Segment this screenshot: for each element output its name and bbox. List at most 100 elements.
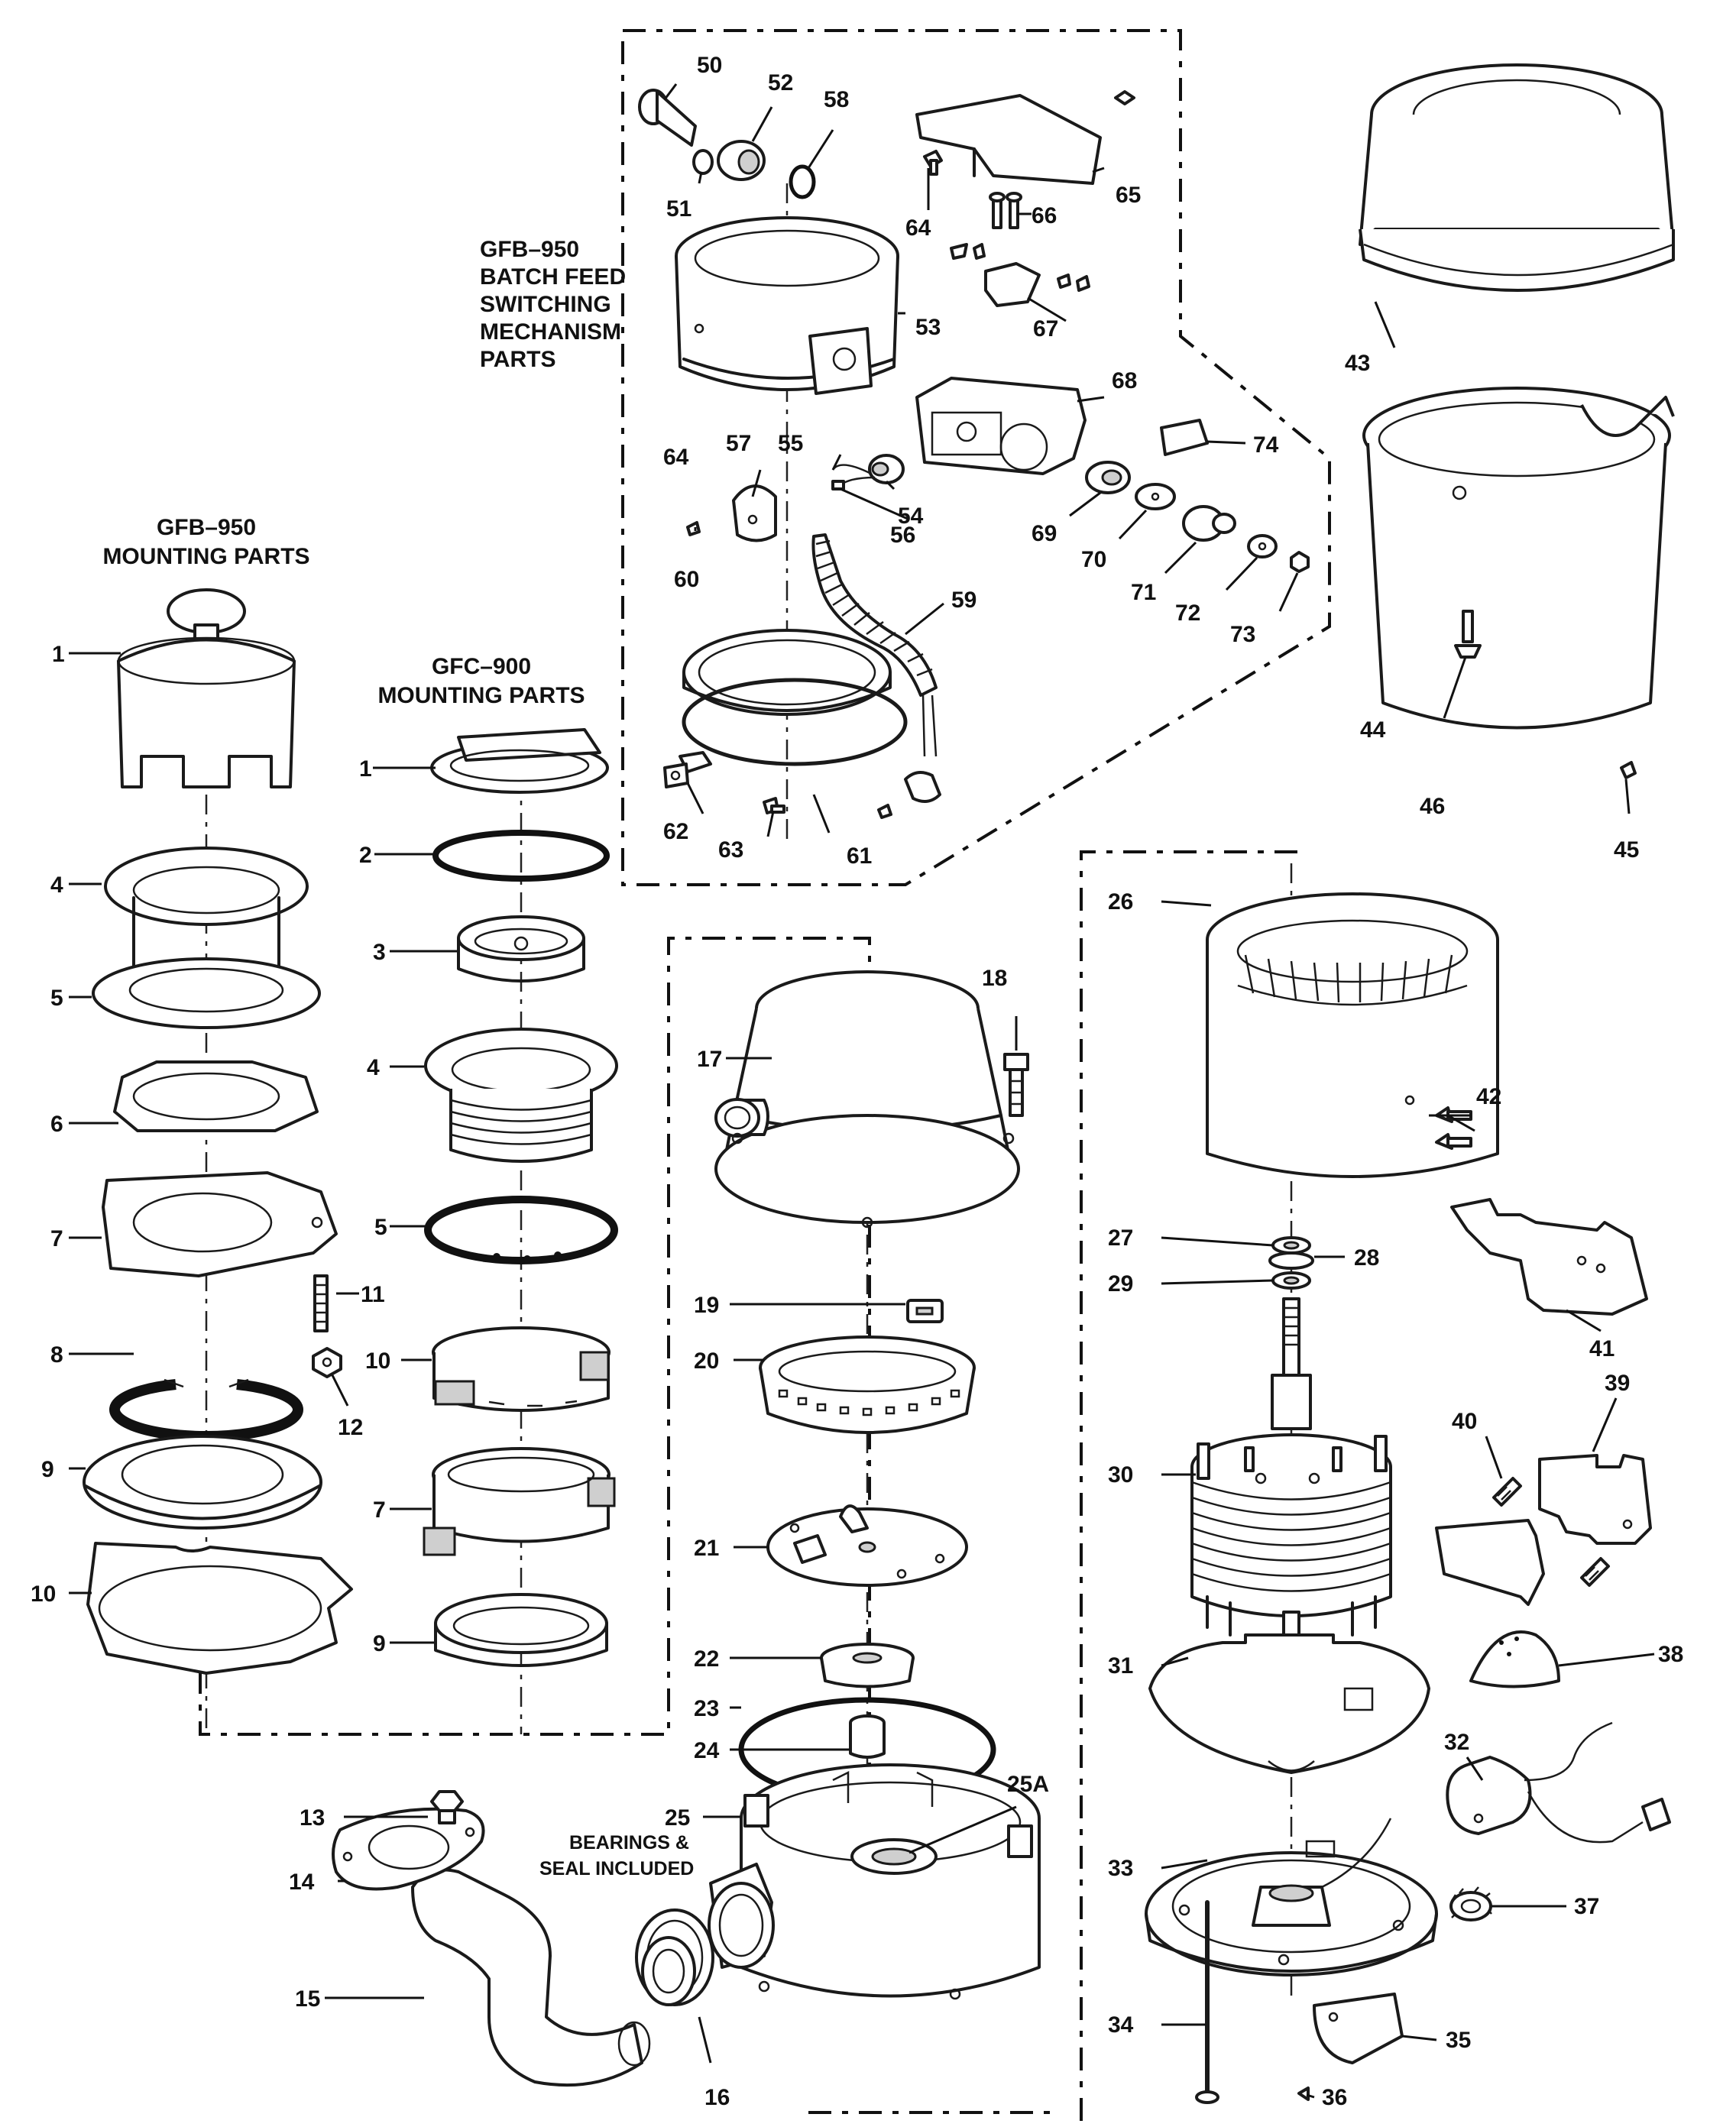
gfc-o-ring xyxy=(432,830,610,882)
batch-feed-title: GFB–950 BATCH FEED SWITCHING MECHANISM P… xyxy=(480,237,626,372)
svg-text:GFB–950: GFB–950 xyxy=(157,515,256,540)
thrust-washer xyxy=(1271,1236,1311,1255)
backup-flange xyxy=(113,1060,319,1132)
callout-25: 25 xyxy=(665,1805,690,1831)
callout-30: 30 xyxy=(1108,1462,1133,1488)
callout-73: 73 xyxy=(1230,622,1255,647)
overload-cap xyxy=(1469,1630,1560,1688)
gfc900-mounting-title: GFC–900 MOUNTING PARTS xyxy=(377,654,585,708)
sound-shield-bottom xyxy=(1362,387,1675,730)
spacer-washer xyxy=(1271,1271,1311,1290)
gfc-mounting-ring xyxy=(423,1447,616,1556)
through-bolt xyxy=(1195,1900,1219,2104)
callouts-gfb950-mounting: 1 4 5 6 7 8 9 10 11 12 xyxy=(31,642,385,1607)
callout-gfc-2: 2 xyxy=(359,843,372,868)
callout-38: 38 xyxy=(1658,1642,1683,1667)
gfc-gasket xyxy=(424,1196,618,1264)
grinding-housing xyxy=(708,1763,1041,2000)
callout-19: 19 xyxy=(694,1293,719,1318)
actuator-knob xyxy=(638,89,697,147)
cover-screw-64 xyxy=(923,150,943,176)
small-screw-64b xyxy=(686,521,701,536)
follower-nut xyxy=(1290,551,1310,573)
svg-text:BATCH FEED: BATCH FEED xyxy=(480,264,626,290)
flange-screw xyxy=(430,1790,464,1824)
flywheel xyxy=(766,1504,968,1587)
svg-text:MOUNTING PARTS: MOUNTING PARTS xyxy=(102,544,309,569)
leader-lines xyxy=(69,83,1655,2099)
callout-43: 43 xyxy=(1345,351,1370,376)
cam-follower xyxy=(1182,505,1236,542)
callout-41: 41 xyxy=(1589,1336,1615,1361)
mounting-gasket xyxy=(83,1435,322,1530)
callout-32: 32 xyxy=(1444,1730,1469,1755)
callout-56: 56 xyxy=(890,523,915,548)
callout-gfc-4: 4 xyxy=(367,1055,380,1080)
springs xyxy=(1435,1477,1610,1606)
callout-70: 70 xyxy=(1081,547,1106,572)
nut xyxy=(312,1347,342,1378)
shredder-ring xyxy=(759,1335,976,1434)
actuator-o-ring xyxy=(692,149,714,175)
cover-screw xyxy=(1297,2087,1310,2101)
callout-31: 31 xyxy=(1108,1653,1133,1679)
bushing-o-ring xyxy=(789,164,816,199)
callout-gfc-5: 5 xyxy=(374,1215,387,1240)
gfc-mounting-clamp xyxy=(432,1326,611,1412)
callout-58: 58 xyxy=(824,87,849,112)
cover-screw-small xyxy=(1114,90,1135,105)
long-screws xyxy=(989,192,1022,229)
callout-24: 24 xyxy=(694,1738,720,1763)
callout-17: 17 xyxy=(697,1047,722,1072)
hopper-bolt xyxy=(1003,1053,1029,1117)
callout-51: 51 xyxy=(666,196,691,222)
callout-67: 67 xyxy=(1033,316,1058,342)
callout-gfc-10: 10 xyxy=(365,1348,390,1374)
retainer-plate xyxy=(1160,419,1209,456)
callout-59: 59 xyxy=(951,588,976,613)
callout-27: 27 xyxy=(1108,1225,1133,1251)
callout-7: 7 xyxy=(50,1226,63,1251)
mounting-ring-switch xyxy=(682,629,892,716)
callout-50: 50 xyxy=(697,53,722,78)
callout-68: 68 xyxy=(1112,368,1137,393)
callouts-cover: 43 44 45 46 xyxy=(1345,351,1639,863)
callout-gfc-1: 1 xyxy=(359,756,372,782)
spring-washer xyxy=(1268,1251,1314,1270)
mounting-screw xyxy=(313,1274,329,1332)
switch-bracket-box xyxy=(915,377,1087,475)
wire-clip xyxy=(732,484,777,542)
slinger-seal xyxy=(820,1643,915,1688)
callout-39: 39 xyxy=(1605,1371,1630,1396)
callout-gfc-3: 3 xyxy=(373,940,386,965)
callout-53: 53 xyxy=(915,315,941,340)
sound-shield-top xyxy=(1359,63,1675,292)
callout-54: 54 xyxy=(898,503,924,529)
callouts-motor: 26 27 28 29 30 31 32 33 34 35 36 37 38 3… xyxy=(1108,889,1683,2110)
callout-60: 60 xyxy=(674,567,699,592)
motor-assembly-boundary xyxy=(1080,850,1308,2121)
svg-text:GFB–950: GFB–950 xyxy=(480,237,579,262)
callout-14: 14 xyxy=(289,1870,315,1895)
callout-71: 71 xyxy=(1131,580,1156,605)
cam-washer xyxy=(1135,483,1176,510)
actuator-cam xyxy=(1085,461,1131,494)
callout-36: 36 xyxy=(1322,2085,1347,2110)
actuator-bushing xyxy=(717,140,766,181)
callout-15: 15 xyxy=(295,1986,320,2012)
clamp-screw xyxy=(763,797,785,814)
callout-1: 1 xyxy=(52,642,65,667)
rotor-assembly xyxy=(1190,1297,1392,1652)
callout-9: 9 xyxy=(41,1457,54,1482)
sink-flange xyxy=(104,847,309,968)
callout-34: 34 xyxy=(1108,2012,1134,2038)
callout-69: 69 xyxy=(1032,521,1057,546)
callout-gfc-9: 9 xyxy=(373,1631,386,1656)
mounting-ring xyxy=(102,1171,338,1277)
callout-gfc-7: 7 xyxy=(373,1497,386,1523)
callout-42: 42 xyxy=(1476,1084,1501,1109)
follower-washer xyxy=(1247,534,1278,558)
callout-65: 65 xyxy=(1116,183,1141,208)
lock-washer xyxy=(1449,1886,1492,1921)
gfc-sink-flange xyxy=(424,1028,618,1163)
